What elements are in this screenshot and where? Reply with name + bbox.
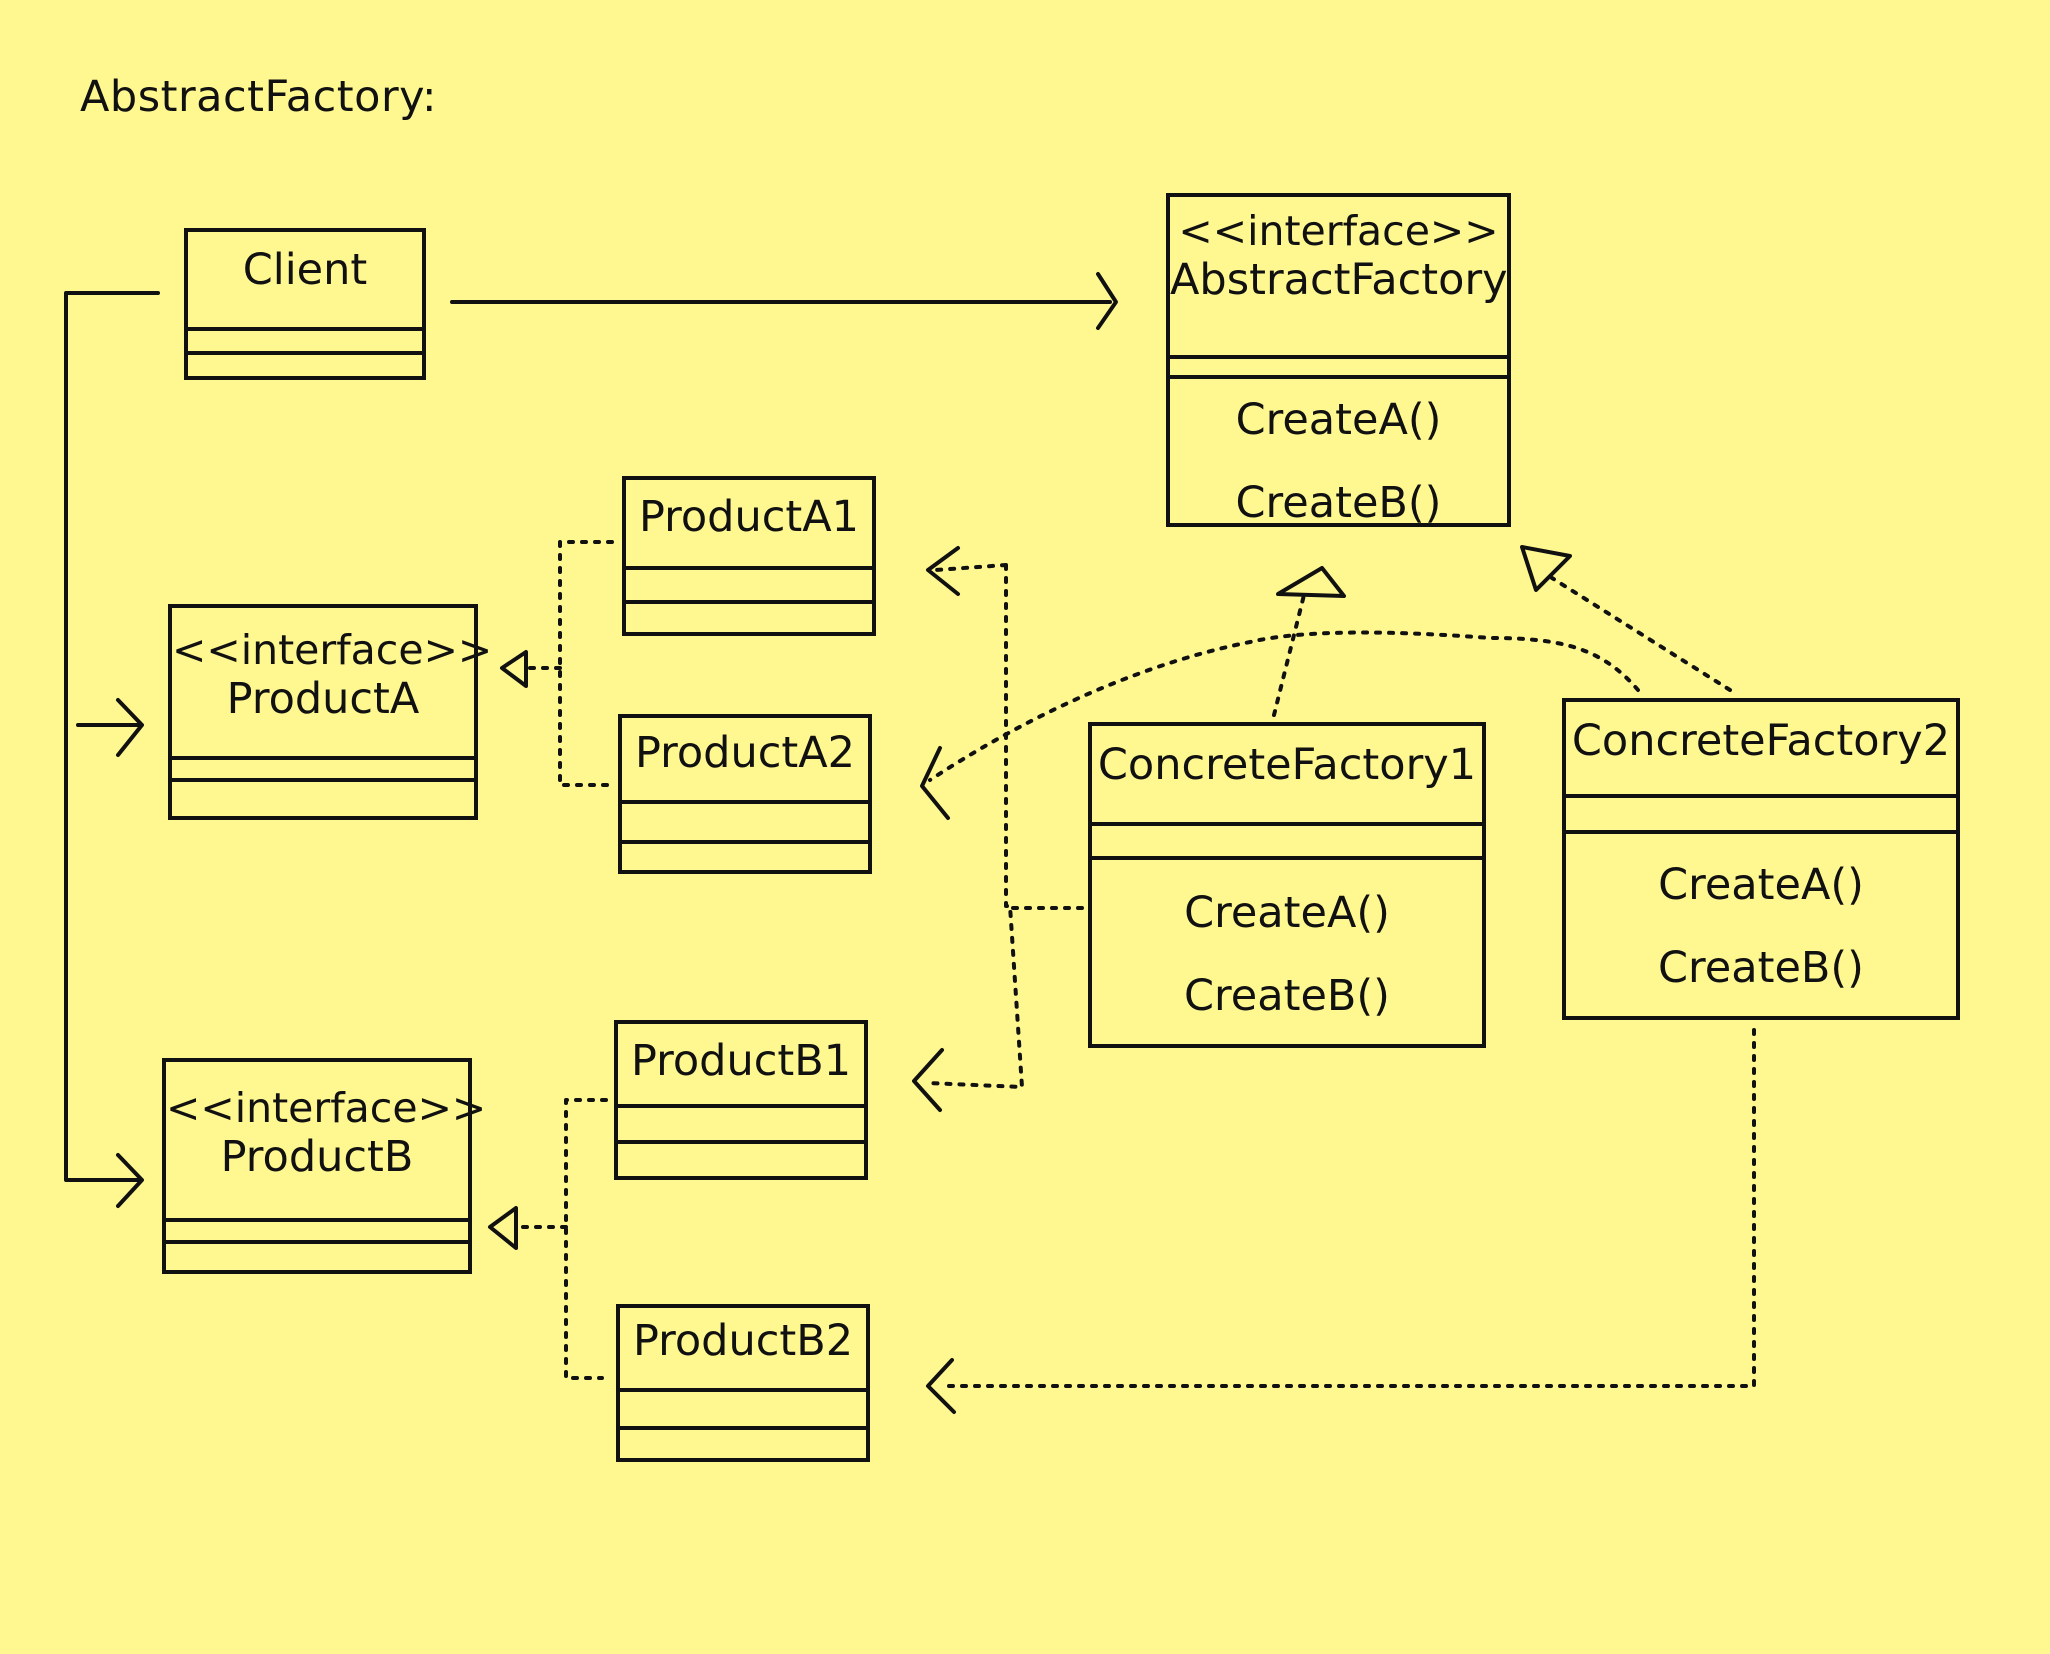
product-a-realization-lines	[528, 540, 614, 787]
product-a1-class-box[interactable]: ProductA1	[622, 476, 876, 636]
product-a-class-name: ProductA	[226, 674, 420, 724]
cf2-to-product-b2-line	[938, 1028, 1756, 1388]
abstract-factory-class-box[interactable]: <<interface>> AbstractFactory CreateA() …	[1166, 193, 1511, 528]
product-b-stereotype: <<interface>>	[166, 1084, 487, 1132]
client-operations	[188, 351, 422, 385]
abstract-factory-attributes	[1170, 355, 1507, 375]
product-a1-operations	[626, 600, 872, 644]
product-a-realization-triangle	[500, 650, 528, 688]
cf2-to-product-a2-line	[928, 630, 1640, 782]
product-a2-attributes	[622, 800, 868, 840]
client-class-box[interactable]: Client	[184, 228, 426, 380]
client-to-product-a-arrowhead	[116, 698, 144, 757]
cf2-to-product-b2-arrowhead	[926, 1358, 956, 1414]
diagram-title: AbstractFactory:	[80, 72, 437, 122]
abstract-factory-create-a: CreateA()	[1235, 395, 1442, 445]
concrete-factory2-attributes	[1566, 794, 1956, 830]
concrete-factory2-create-b: CreateB()	[1658, 943, 1864, 993]
concrete-factory1-class-box[interactable]: ConcreteFactory1 CreateA() CreateB()	[1088, 722, 1486, 1048]
product-b1-attributes	[618, 1104, 864, 1140]
client-association-trunk	[64, 291, 160, 1182]
client-attributes	[188, 327, 422, 351]
abstract-factory-create-b: CreateB()	[1235, 478, 1442, 528]
product-a2-operations	[622, 840, 868, 880]
cf2-to-product-a2-arrowhead	[920, 746, 950, 820]
product-b2-class-box[interactable]: ProductB2	[616, 1304, 870, 1462]
product-a-stereotype: <<interface>>	[172, 626, 493, 674]
product-a-operations	[172, 778, 474, 834]
product-a1-class-name: ProductA1	[638, 492, 860, 542]
abstract-factory-class-name: AbstractFactory	[1170, 255, 1508, 305]
product-b2-attributes	[620, 1388, 866, 1426]
cf2-realization-triangle	[1520, 545, 1572, 592]
concrete-factory2-class-box[interactable]: ConcreteFactory2 CreateA() CreateB()	[1562, 698, 1960, 1020]
product-b-operations	[166, 1240, 468, 1292]
concrete-factory2-class-name: ConcreteFactory2	[1571, 716, 1951, 766]
product-b-class-box[interactable]: <<interface>> ProductB	[162, 1058, 487, 1274]
abstract-factory-stereotype: <<interface>>	[1178, 207, 1499, 255]
client-class-name: Client	[242, 245, 368, 295]
concrete-factory1-operations: CreateA() CreateB()	[1092, 856, 1482, 1058]
product-a2-class-box[interactable]: ProductA2	[618, 714, 872, 874]
concrete-factory2-operations: CreateA() CreateB()	[1566, 830, 1956, 1030]
client-to-product-b-arrowhead	[116, 1153, 144, 1208]
product-b2-operations	[620, 1426, 866, 1466]
client-to-abstract-factory-arrowhead	[1096, 272, 1118, 330]
concrete-factory2-create-a: CreateA()	[1658, 860, 1864, 910]
cf1-product-dependency-lines	[926, 563, 1084, 1089]
product-b2-class-name: ProductB2	[632, 1316, 854, 1366]
cf1-realization-triangle	[1276, 566, 1346, 598]
product-a2-class-name: ProductA2	[634, 728, 856, 778]
cf1-to-product-a1-arrowhead	[926, 546, 960, 596]
product-b-realization-triangle	[488, 1206, 518, 1250]
product-a-class-box[interactable]: <<interface>> ProductA	[168, 604, 493, 820]
product-b1-operations	[618, 1140, 864, 1188]
product-b1-class-name: ProductB1	[630, 1036, 852, 1086]
product-b-attributes	[166, 1218, 468, 1240]
abstract-factory-operations: CreateA() CreateB()	[1170, 375, 1507, 537]
cf1-realization-line	[1272, 593, 1306, 717]
product-a-attributes	[172, 756, 474, 778]
product-b-realization-lines	[520, 1098, 608, 1380]
concrete-factory1-attributes	[1092, 822, 1482, 856]
product-a1-attributes	[626, 566, 872, 600]
product-b1-class-box[interactable]: ProductB1	[614, 1020, 868, 1180]
concrete-factory1-create-b: CreateB()	[1184, 971, 1390, 1021]
product-b-class-name: ProductB	[220, 1132, 414, 1182]
cf1-to-product-b1-arrowhead	[912, 1048, 944, 1112]
concrete-factory1-create-a: CreateA()	[1184, 888, 1390, 938]
cf2-realization-line	[1550, 576, 1732, 692]
concrete-factory1-class-name: ConcreteFactory1	[1097, 740, 1477, 790]
